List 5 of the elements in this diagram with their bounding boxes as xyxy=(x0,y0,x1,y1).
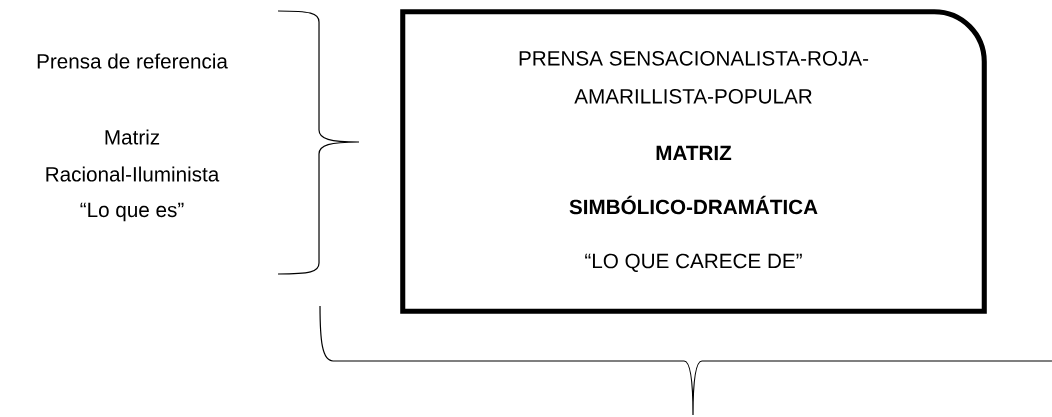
label-text: Prensa de referencia xyxy=(37,53,228,69)
label-text: “Lo que es” xyxy=(80,202,184,222)
text-box: PRENSA SENSACIONALISTA-ROJA-AMARILLISTA-POPULAR MATRIZ SIMBÓLICO-DRAMÁTICA “LO QUE CARECE DE” xyxy=(400,9,987,314)
label-text: Racional-Iluminista xyxy=(46,166,220,182)
label-text: Matriz xyxy=(105,129,160,145)
